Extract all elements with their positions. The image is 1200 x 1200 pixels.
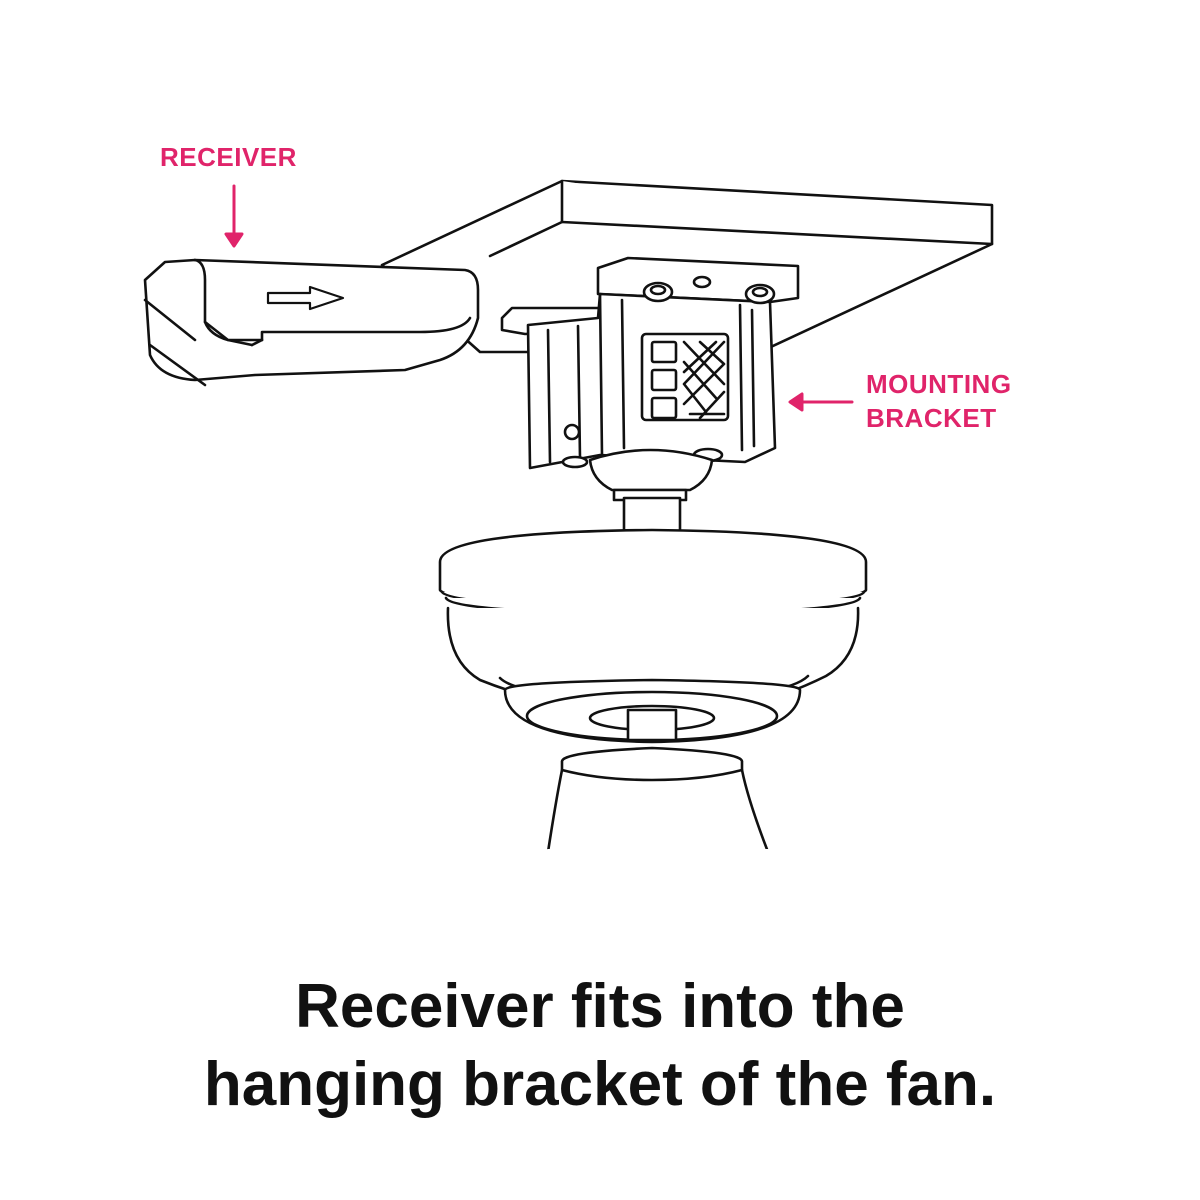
fan-bell: [545, 746, 771, 855]
receiver-label-text: RECEIVER: [160, 142, 297, 172]
canopy-ball: [588, 448, 714, 502]
receiver-label: RECEIVER: [160, 140, 297, 174]
arrow-down-icon: [224, 184, 244, 248]
caption-line-1: Receiver fits into the: [295, 972, 905, 1041]
caption-line-2: hanging bracket of the fan.: [203, 1050, 997, 1119]
receiver-unit: [143, 258, 480, 387]
mounting-bracket-label-line2: BRACKET: [866, 403, 997, 433]
motor-housing: [438, 528, 868, 744]
mounting-bracket-label: MOUNTING BRACKET: [866, 367, 1012, 435]
mounting-bracket-label-line1: MOUNTING: [866, 369, 1012, 399]
fan-installation-diagram: [143, 179, 994, 855]
mounting-bracket: [500, 256, 800, 470]
arrow-left-icon: [788, 392, 854, 412]
caption: Receiver fits into the hanging bracket o…: [0, 968, 1200, 1124]
arrow-right-icon: [266, 285, 345, 311]
